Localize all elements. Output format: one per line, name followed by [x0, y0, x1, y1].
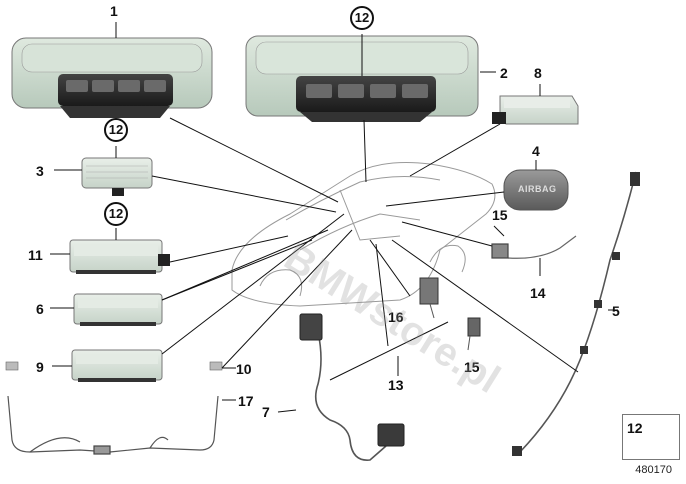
part-11-lamp: [69, 239, 170, 274]
legend-callout-12: 12: [627, 420, 643, 436]
part-8-light-module: [492, 95, 579, 125]
callout-13: 13: [388, 377, 404, 393]
callout-4: 4: [532, 143, 540, 159]
callout-7: 7: [262, 404, 270, 420]
callout-3: 3: [36, 163, 44, 179]
legend-box-12: 12: [622, 414, 680, 460]
airbag-badge-label: AIRBAG: [518, 184, 557, 194]
part-3-reading-light: [81, 157, 153, 196]
part-14-cable: [491, 235, 577, 259]
part-6-lamp: [73, 293, 163, 326]
leader-lines: [50, 22, 618, 413]
callout-15-b: 15: [464, 359, 480, 375]
callout-16: 16: [388, 309, 404, 325]
part-5-long-cable: [512, 171, 640, 456]
car-outline: [231, 162, 496, 307]
callout-5: 5: [612, 303, 620, 319]
part-10-clips: [5, 361, 223, 371]
part-9-lamp: [71, 349, 163, 382]
part-1-overhead-console-front: [11, 37, 213, 118]
callout-9: 9: [36, 359, 44, 375]
circled-callout-12-middle: 12: [104, 202, 128, 226]
part-17-wiring-harness: [7, 395, 219, 455]
callout-14: 14: [530, 285, 546, 301]
part-16-connector: [419, 277, 439, 319]
callout-2: 2: [500, 65, 508, 81]
callout-6: 6: [36, 301, 44, 317]
document-id: 480170: [635, 464, 672, 476]
callout-10: 10: [236, 361, 252, 377]
callout-11: 11: [28, 247, 43, 263]
circled-callout-12-upper: 12: [104, 118, 128, 142]
part-7-harness: [299, 313, 405, 461]
callout-8: 8: [534, 65, 542, 81]
callout-17: 17: [238, 393, 254, 409]
callout-15-a: 15: [492, 207, 508, 223]
circled-callout-12-top: 12: [350, 6, 374, 30]
part-15-connectors: [467, 317, 481, 351]
callout-1: 1: [110, 3, 118, 19]
